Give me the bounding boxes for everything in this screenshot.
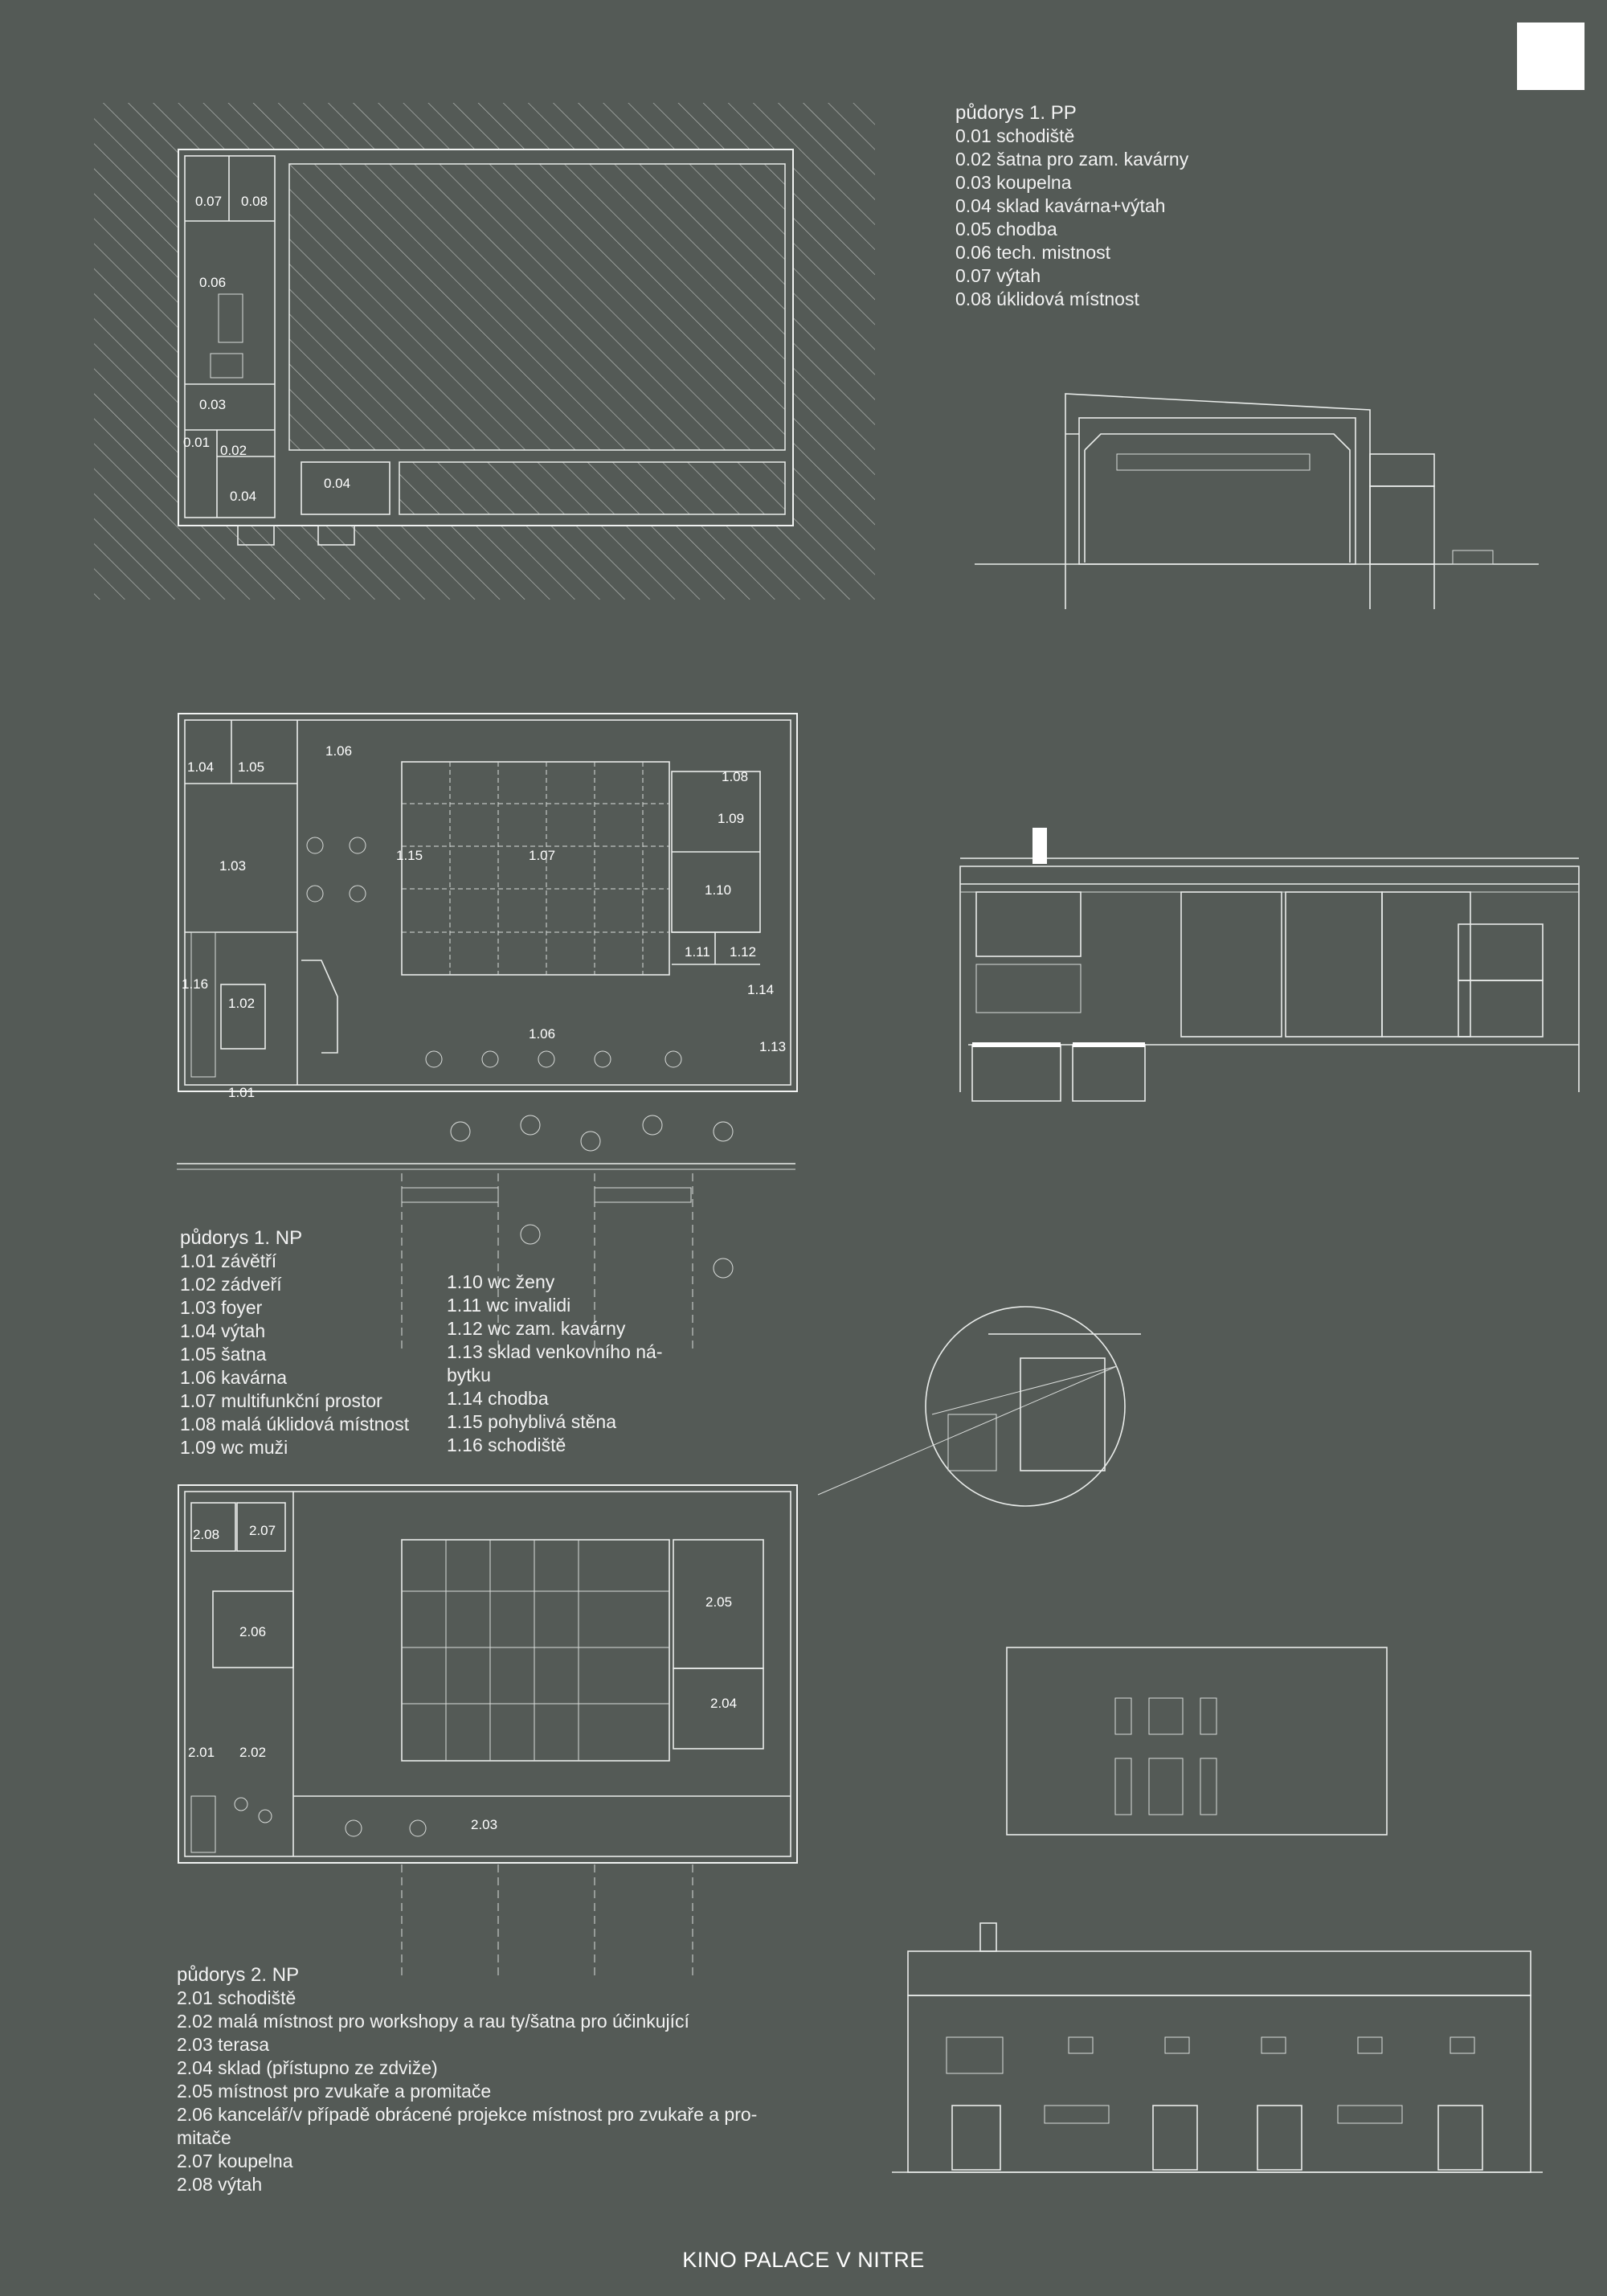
- room-label: 1.02: [228, 996, 255, 1011]
- legend-item: 1.12 wc zam. kavárny: [447, 1318, 626, 1339]
- legend-item: 2.08 výtah: [177, 2174, 263, 2195]
- legend-item: 1.06 kavárna: [180, 1367, 287, 1388]
- legend-title: půdorys 1. PP: [955, 102, 1077, 124]
- plan-second-floor: 2.08 2.07 2.06 2.05 2.04 2.01 2.02 2.03: [178, 1484, 798, 1977]
- room-label: 0.02: [220, 443, 247, 458]
- room-label: 2.05: [705, 1594, 732, 1610]
- room-label: 2.01: [188, 1745, 215, 1760]
- legend-item: 0.01 schodiště: [955, 125, 1075, 146]
- room-label: 0.06: [199, 275, 226, 290]
- room-label: 1.06: [325, 743, 352, 759]
- elevation-side: [1006, 1647, 1388, 1836]
- legend-item: 0.06 tech. mistnost: [955, 242, 1111, 263]
- room-label: 0.08: [241, 194, 268, 209]
- room-label: 1.08: [722, 769, 748, 784]
- legend-item: 1.02 zádveří: [180, 1274, 282, 1295]
- room-label: 0.01: [183, 435, 210, 450]
- room-label: 2.08: [193, 1527, 219, 1542]
- legend-ground-floor-col1: půdorys 1. NP 1.01 závětří 1.02 zádveří …: [180, 1226, 409, 1459]
- legend-item: 1.10 wc ženy: [447, 1271, 555, 1292]
- legend-item: 0.08 úklidová místnost: [955, 289, 1139, 309]
- legend-item: 1.09 wc muži: [180, 1437, 288, 1458]
- corner-mark: [1517, 23, 1585, 90]
- legend-ground-floor-col2: 1.10 wc ženy 1.11 wc invalidi 1.12 wc za…: [447, 1271, 663, 1457]
- legend-second-floor: půdorys 2. NP 2.01 schodiště 2.02 malá m…: [177, 1963, 757, 2196]
- legend-item: 2.05 místnost pro zvukaře a promitače: [177, 2081, 492, 2102]
- plan-ground-floor: 1.04 1.05 1.06 1.03 1.15 1.07 1.08 1.09 …: [177, 713, 798, 1350]
- room-label: 1.11: [685, 944, 710, 960]
- room-label: 1.01: [228, 1085, 255, 1100]
- legend-item: bytku: [447, 1365, 491, 1385]
- room-label: 0.04: [324, 476, 350, 491]
- room-label: 1.13: [759, 1039, 786, 1054]
- legend-item: 1.07 multifunkční prostor: [180, 1390, 382, 1411]
- legend-item: 2.06 kancelář/v případě obrácené projekc…: [177, 2104, 758, 2125]
- legend-item: 1.16 schodiště: [447, 1434, 566, 1455]
- legend-title: půdorys 1. NP: [180, 1227, 303, 1249]
- room-label: 2.07: [249, 1523, 276, 1538]
- grid-floor: [402, 762, 669, 975]
- legend-item: 1.08 malá úklidová místnost: [180, 1414, 410, 1434]
- room-label: 1.15: [396, 848, 423, 863]
- legend-item: 1.03 foyer: [180, 1297, 263, 1318]
- legend-item: 2.04 sklad (přístupno ze zdviže): [177, 2057, 438, 2078]
- legend-item: 1.14 chodba: [447, 1388, 549, 1409]
- legend-item: mitače: [177, 2127, 231, 2148]
- plan-basement: 0.07 0.08 0.06 0.03 0.01 0.02 0.04 0.04: [94, 103, 875, 600]
- room-label: 0.03: [199, 397, 226, 412]
- sheet-title: KINO PALACE V NITRE: [682, 2248, 925, 2272]
- room-label: 0.04: [230, 489, 256, 504]
- detail-callout: [817, 1306, 1141, 1507]
- legend-item: 0.03 koupelna: [955, 172, 1072, 193]
- section-drawing-long: [959, 828, 1580, 1102]
- legend-item: 2.02 malá místnost pro workshopy a rau t…: [177, 2011, 689, 2032]
- room-label: 1.09: [718, 811, 744, 826]
- room-label: 1.10: [705, 882, 731, 898]
- legend-item: 1.01 závětří: [180, 1250, 277, 1271]
- legend-item: 1.15 pohyblivá stěna: [447, 1411, 616, 1432]
- legend-item: 1.05 šatna: [180, 1344, 267, 1365]
- legend-item: 0.05 chodba: [955, 219, 1057, 239]
- room-label: 2.04: [710, 1696, 737, 1711]
- section-drawing-upper: [975, 393, 1539, 609]
- room-label: 1.06: [529, 1026, 555, 1042]
- room-label: 0.07: [195, 194, 222, 209]
- room-label: 1.04: [187, 759, 214, 775]
- room-label: 1.14: [747, 982, 774, 997]
- legend-item: 2.07 koupelna: [177, 2151, 293, 2171]
- room-label: 1.12: [730, 944, 756, 960]
- legend-item: 0.07 výtah: [955, 265, 1041, 286]
- legend-item: 2.03 terasa: [177, 2034, 270, 2055]
- legend-item: 1.04 výtah: [180, 1320, 266, 1341]
- room-label: 1.07: [529, 848, 555, 863]
- legend-item: 0.04 sklad kavárna+výtah: [955, 195, 1166, 216]
- room-label: 1.05: [238, 759, 264, 775]
- elevation-front: [892, 1922, 1543, 2173]
- legend-item: 0.02 šatna pro zam. kavárny: [955, 149, 1189, 170]
- legend-item: 1.11 wc invalidi: [447, 1295, 571, 1316]
- room-label: 1.03: [219, 858, 246, 874]
- legend-item: 2.01 schodiště: [177, 1987, 296, 2008]
- room-label: 2.02: [239, 1745, 266, 1760]
- room-label: 1.16: [182, 976, 208, 992]
- legend-title: půdorys 2. NP: [177, 1964, 300, 1986]
- legend-item: 1.13 sklad venkovního ná-: [447, 1341, 663, 1362]
- room-label: 2.06: [239, 1624, 266, 1639]
- legend-basement: půdorys 1. PP 0.01 schodiště 0.02 šatna …: [955, 101, 1188, 311]
- room-label: 2.03: [471, 1817, 497, 1832]
- cafe-tables: [306, 837, 734, 1279]
